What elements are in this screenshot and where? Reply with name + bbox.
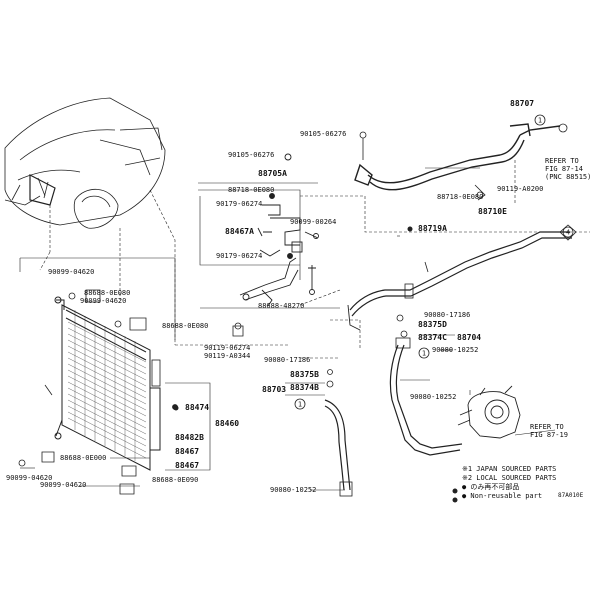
callout-number: 1 (298, 401, 302, 409)
part-label: 88474 (185, 403, 210, 412)
part-label: 88467 (175, 447, 200, 456)
part-label: 90099-04620 (40, 481, 87, 489)
part-label: 90099-04620 (6, 474, 53, 482)
part-label: 88688-0E000 (60, 454, 107, 462)
part-label: 88375B (290, 370, 319, 379)
part-label: 88710E (478, 207, 507, 216)
part-label: 88375D (418, 320, 447, 329)
suction-pipe (354, 123, 568, 201)
part-label: 90105-06276 (228, 151, 275, 159)
part-label: 90119-A0344 (204, 352, 251, 360)
legend-non-reusable: ● Non-reusable part (462, 492, 543, 500)
part-label: 90119-06274 (204, 344, 251, 352)
part-label: 90179-06274 (216, 252, 263, 260)
legend-japan-sourced: ※1 JAPAN SOURCED PARTS (462, 465, 557, 473)
part-label: 88719A (418, 224, 447, 233)
part-label: 90105-06276 (300, 130, 347, 138)
liquid-pipe-lower (324, 369, 353, 497)
callout-number: 1 (422, 350, 426, 358)
part-label: FIG 87-14 (545, 165, 583, 173)
part-label: 88460 (215, 419, 240, 428)
diagram-code: 87A010E (558, 492, 584, 499)
part-label: REFER TO (545, 157, 579, 165)
part-label: 88688-0E080 (162, 322, 209, 330)
mounting-parts (18, 289, 244, 495)
callout-circle (534, 114, 546, 126)
part-label: 88707 (510, 99, 535, 108)
legend: ※1 JAPAN SOURCED PARTS ※2 LOCAL SOURCED … (462, 465, 556, 501)
part-label: REFER TO (530, 423, 564, 431)
part-label: 90099-00264 (290, 218, 337, 226)
callout-circles: 1 1 1 4 (294, 114, 574, 410)
part-label: FIG 87-19 (530, 431, 568, 439)
liquid-pipe-upper (389, 314, 463, 456)
callout-circle (418, 347, 430, 359)
part-label: 88482B (175, 433, 204, 442)
part-label: 88374B (290, 383, 319, 392)
part-label: 90179-06274 (216, 200, 263, 208)
callout-circle (562, 226, 574, 238)
part-label: 90099-04620 (48, 268, 95, 276)
non-reusable-markers (173, 226, 458, 503)
legend-non-reusable-jp: ● のみ再不可部品 (462, 483, 520, 491)
part-label: 88688-48270 (258, 302, 305, 310)
part-label: 90080-10252 (432, 346, 479, 354)
part-label: 90080-10252 (270, 486, 317, 494)
part-label: 88704 (457, 333, 482, 342)
condenser (54, 296, 161, 471)
part-label: 90080-17186 (424, 311, 471, 319)
part-label: (PNC 88515) (545, 173, 592, 181)
leader-lines (19, 160, 590, 491)
compressor (457, 385, 521, 439)
part-label: 88467A (225, 227, 254, 236)
vehicle-illustration (4, 97, 166, 229)
part-label: 88688-0E080 (84, 289, 131, 297)
part-label: 90099-04620 (80, 297, 127, 305)
part-label: 88374C (418, 333, 447, 342)
legend-local-sourced: ※2 LOCAL SOURCED PARTS (462, 474, 557, 482)
part-label: 88703 (262, 385, 287, 394)
part-label: 88718-0E080 (228, 186, 275, 194)
bracket-assembly (239, 153, 319, 307)
part-label: 90080-10252 (410, 393, 457, 401)
part-label: 88705A (258, 169, 287, 178)
part-label: 88718-0E080 (437, 193, 484, 201)
callout-number: 4 (566, 229, 570, 237)
part-label: 90080-17186 (264, 356, 311, 364)
callout-circle (294, 398, 306, 410)
part-label: 88688-0E090 (152, 476, 199, 484)
part-label: 88467 (175, 461, 200, 470)
callout-number: 1 (538, 117, 542, 125)
part-label: 90119-A0200 (497, 185, 544, 193)
